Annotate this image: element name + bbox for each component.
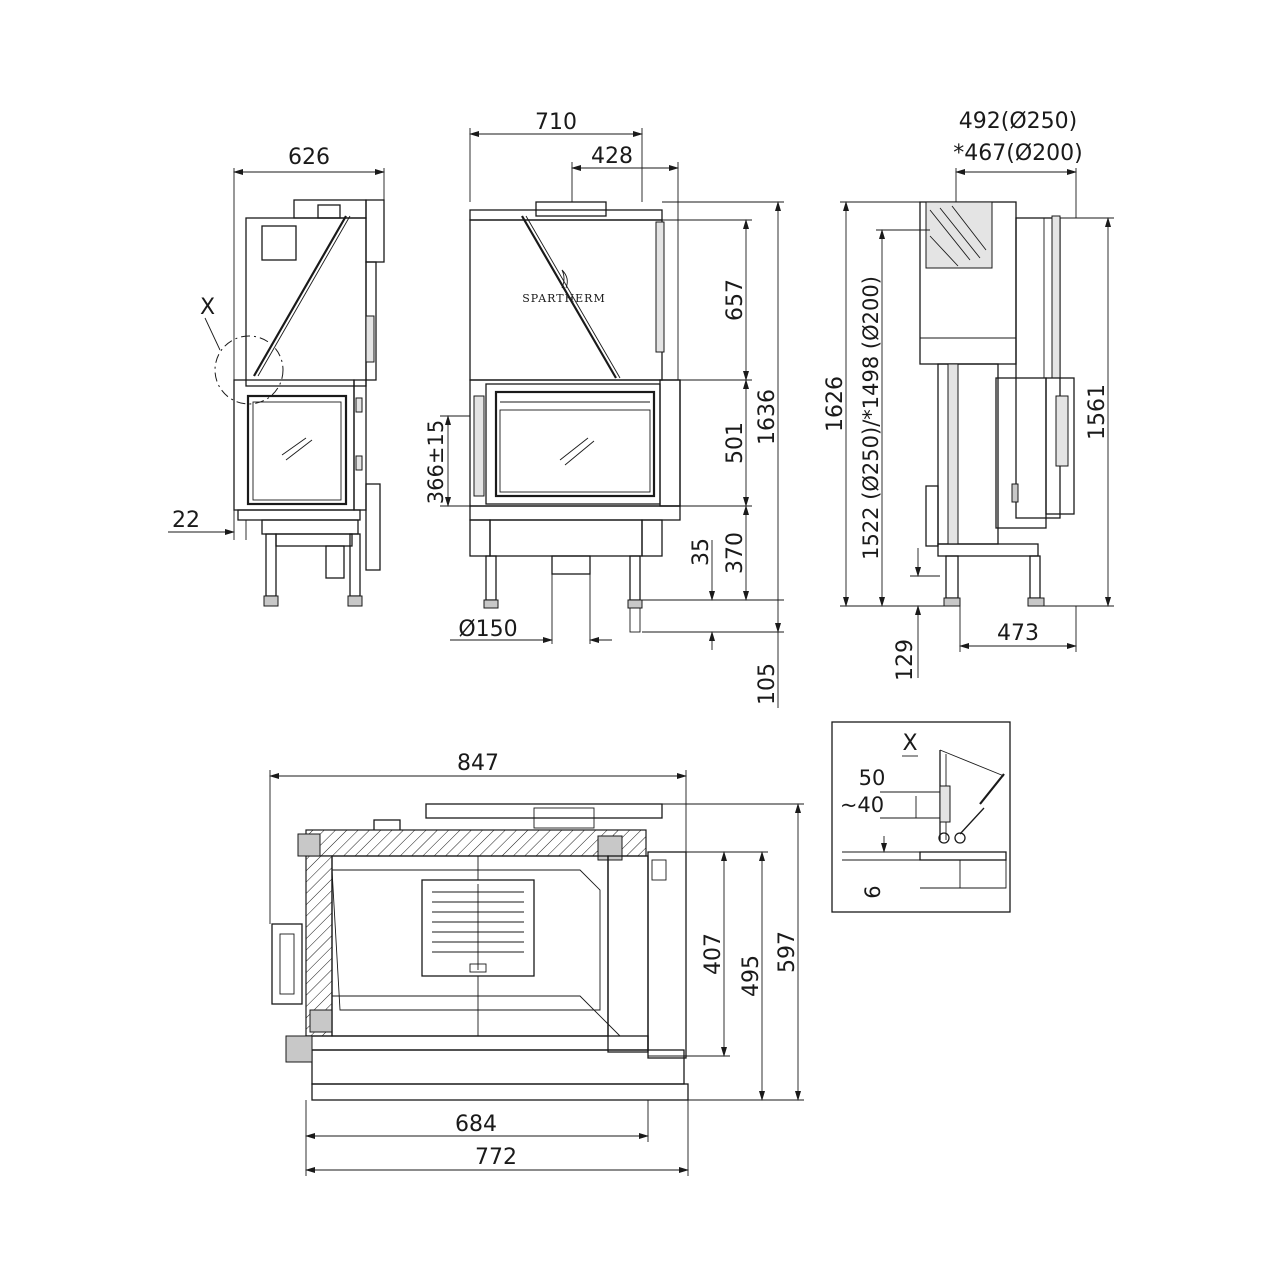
- detail-dim-c: 6: [861, 885, 885, 898]
- plan-depth-total: 597: [775, 931, 800, 973]
- side-height-right: 1561: [1085, 384, 1110, 440]
- front-base-height: 105: [755, 663, 780, 705]
- side-height-total: 1626: [823, 376, 848, 432]
- side-flue-offset-200: *467(Ø200): [953, 141, 1082, 166]
- detail-x-box: X 50 ~40 6: [831, 721, 1011, 913]
- plan-view: 847 407 495 597 684 772: [269, 751, 804, 1176]
- side-flue-height: 1522 (Ø250)/*1498 (Ø200): [859, 276, 883, 560]
- front-height-total: 1636: [755, 389, 780, 445]
- front-view: SPARTHERM 710 428: [424, 110, 784, 708]
- side-base-height: 129: [893, 639, 918, 681]
- left-detail-marker: X: [200, 295, 215, 320]
- plan-width-total: 847: [457, 751, 499, 776]
- left-width-label: 626: [288, 145, 330, 170]
- front-height-lower: 370: [723, 532, 748, 574]
- side-flue-offset-250: 492(Ø250): [959, 109, 1077, 134]
- front-width-total: 710: [535, 110, 577, 135]
- detail-dim-a: 50: [859, 766, 886, 790]
- detail-dim-b: ~40: [840, 793, 884, 817]
- plan-width-inner: 684: [455, 1112, 497, 1137]
- detail-marker: X: [902, 731, 917, 756]
- left-view: X 626 22: [168, 145, 385, 607]
- front-height-upper: 657: [723, 279, 748, 321]
- front-height-glass: 501: [723, 422, 748, 464]
- front-side-offset: 366±15: [424, 420, 448, 504]
- plan-width-base: 772: [475, 1145, 517, 1170]
- front-foot-gap: 35: [689, 538, 714, 566]
- side-depth: 473: [997, 621, 1039, 646]
- side-view: 492(Ø250) *467(Ø200) 1626 1522 (Ø250)/*1…: [823, 109, 1114, 681]
- brand-logo: SPARTHERM: [522, 292, 605, 305]
- front-flue-diameter: Ø150: [458, 617, 517, 642]
- front-width-partial: 428: [591, 144, 633, 169]
- plan-depth-mid: 495: [739, 955, 764, 997]
- left-offset-label: 22: [172, 508, 200, 533]
- plan-depth-inner: 407: [701, 933, 726, 975]
